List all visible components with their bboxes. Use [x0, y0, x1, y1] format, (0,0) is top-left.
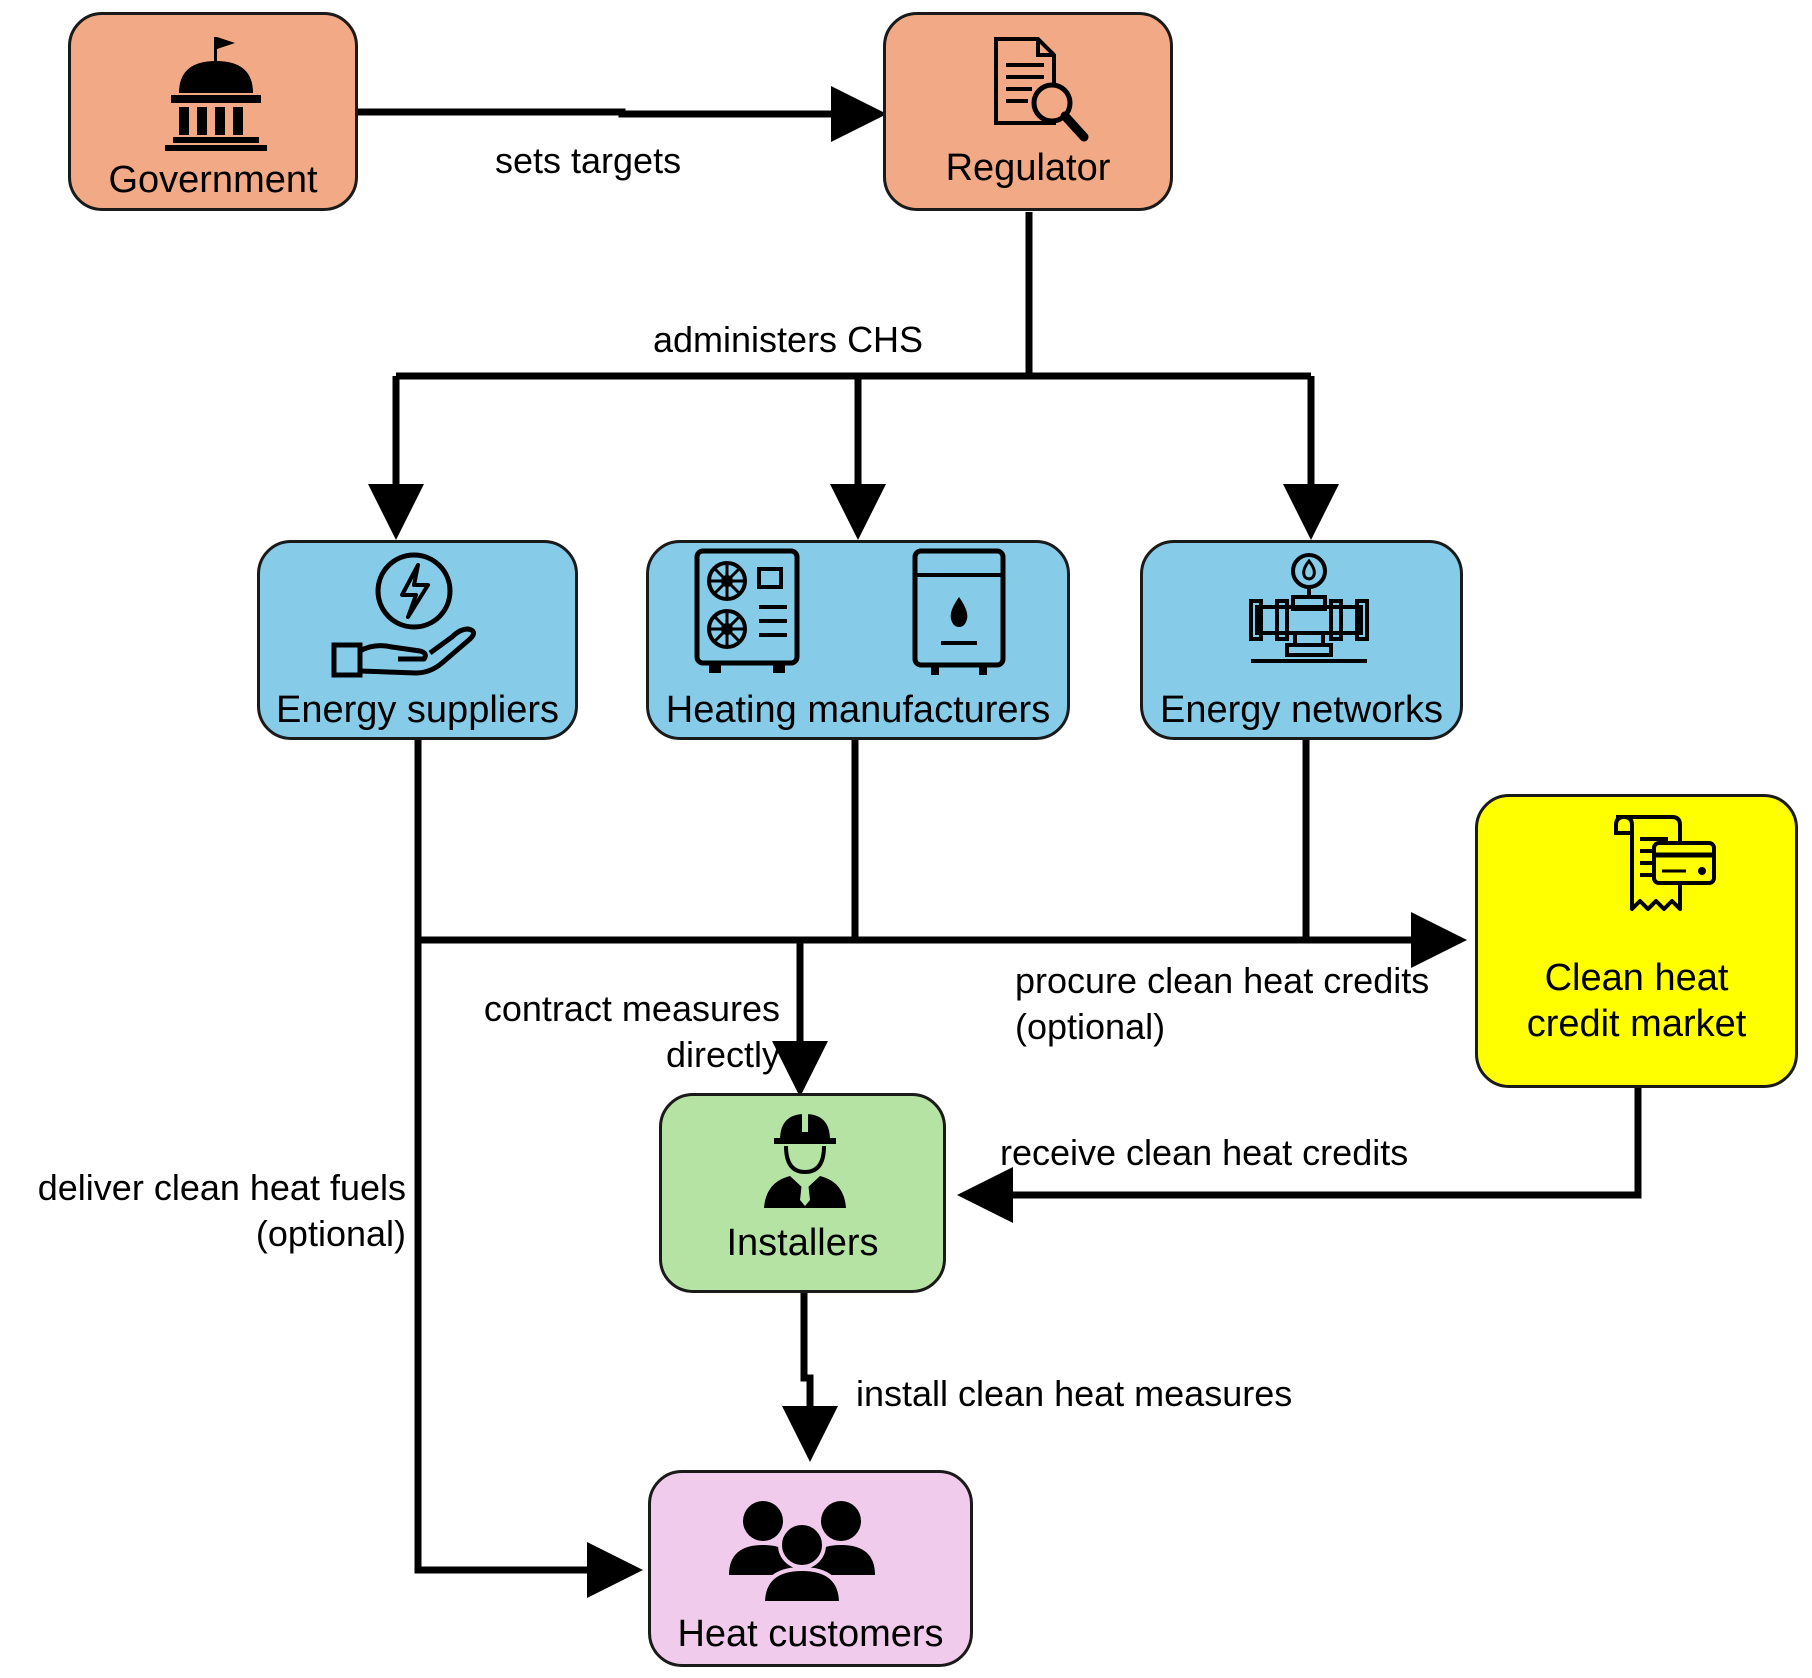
government-label: Government: [108, 159, 318, 201]
label-receive-credits: receive clean heat credits: [1000, 1132, 1409, 1173]
label-contract-line1: contract measures: [483, 988, 780, 1029]
government-node: Government: [68, 12, 358, 211]
document-magnifier-icon: [994, 37, 1089, 142]
energy-suppliers-node: Energy suppliers: [257, 540, 578, 740]
label-contract-measures: contract measures directly: [420, 986, 780, 1078]
credit-market-label-line1: Clean heat: [1544, 957, 1729, 999]
edge-receive-credits: [957, 1088, 1642, 1223]
credit-market-label-line2: credit market: [1526, 1003, 1747, 1045]
people-group-icon: [729, 1501, 875, 1605]
government-building-icon: [165, 37, 267, 151]
hand-energy-icon: [331, 552, 476, 678]
installers-label: Installers: [726, 1222, 879, 1264]
heat-customers-node: Heat customers: [648, 1470, 973, 1667]
label-sets-targets: sets targets: [495, 140, 682, 181]
edge-sets-targets: [358, 86, 887, 142]
edge-suppliers-down: [414, 740, 643, 1598]
label-deliver-line2: (optional): [255, 1213, 406, 1254]
edge-install-measures: [782, 1293, 838, 1462]
gas-pipeline-icon: [1249, 553, 1369, 663]
label-procure-line1: procure clean heat credits: [1015, 960, 1430, 1001]
heating-manufacturers-label: Heating manufacturers: [665, 689, 1051, 731]
heat-customers-label: Heat customers: [677, 1613, 944, 1655]
heat-pump-boiler-icon: [694, 548, 1006, 675]
label-install-measures: install clean heat measures: [856, 1373, 1293, 1414]
regulator-node: Regulator: [883, 12, 1173, 211]
label-administers-chs: administers CHS: [653, 319, 924, 360]
label-procure-credits: procure clean heat credits (optional): [1015, 958, 1429, 1050]
installers-node: Installers: [659, 1093, 946, 1293]
label-contract-line2: directly: [665, 1034, 780, 1075]
credit-market-node: Clean heat credit market: [1475, 794, 1798, 1088]
regulator-label: Regulator: [945, 147, 1111, 189]
label-procure-line2: (optional): [1015, 1006, 1166, 1047]
energy-suppliers-label: Energy suppliers: [275, 689, 560, 731]
energy-networks-node: Energy networks: [1140, 540, 1463, 740]
label-deliver-line1: deliver clean heat fuels: [37, 1167, 406, 1208]
worker-helmet-icon: [764, 1114, 846, 1208]
receipt-card-icon: [1614, 815, 1716, 911]
energy-networks-label: Energy networks: [1159, 689, 1443, 731]
label-deliver-fuels: deliver clean heat fuels (optional): [0, 1165, 406, 1257]
heating-manufacturers-node: Heating manufacturers: [646, 540, 1070, 740]
